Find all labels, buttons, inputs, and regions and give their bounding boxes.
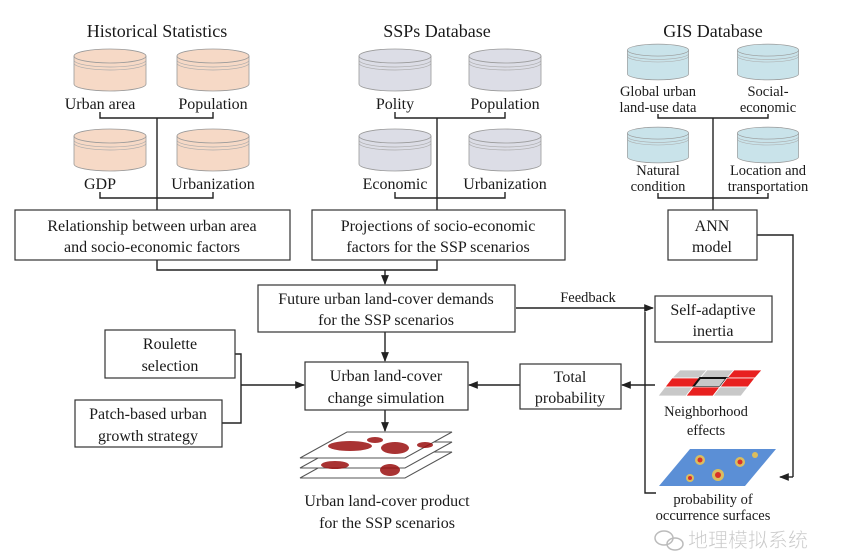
- box-text: Patch-based urban: [89, 406, 207, 423]
- box-projections: Projections of socio-economic factors fo…: [311, 209, 566, 261]
- group-title-ssps: SSPs Database: [383, 21, 491, 41]
- box-text: change simulation: [328, 390, 445, 407]
- box-text: for the SSP scenarios: [318, 312, 454, 329]
- box-inertia: Self-adaptive inertia: [654, 295, 773, 343]
- box-text: Projections of socio-economic: [341, 218, 536, 235]
- box-text: growth strategy: [98, 428, 198, 445]
- box-text: factors for the SSP scenarios: [346, 239, 529, 256]
- surfaces-label: probability of: [673, 492, 753, 508]
- label-natural: Natural: [636, 163, 679, 179]
- box-relationship: Relationship between urban area and soci…: [14, 209, 291, 261]
- label-social: Social-: [747, 84, 788, 100]
- box-text: Urban land-cover: [330, 368, 443, 385]
- arrows: [241, 270, 793, 481]
- land-cover-map-stack-icon: [299, 431, 453, 479]
- probability-surface-icon: [659, 449, 776, 486]
- group-title-gis: GIS Database: [663, 21, 762, 41]
- label-economic-gis: economic: [740, 100, 796, 116]
- box-text: Relationship between urban area: [47, 218, 256, 235]
- label-population-ssp: Population: [470, 96, 539, 113]
- product-label: Urban land-cover product: [304, 493, 470, 510]
- label-location: Location and: [730, 163, 807, 179]
- label-urban-area: Urban area: [65, 96, 136, 113]
- box-demands: Future urban land-cover demands for the …: [257, 284, 516, 333]
- box-text: ANN: [695, 218, 730, 235]
- label-condition: condition: [631, 179, 687, 195]
- neighborhood-grid-icon: [657, 369, 763, 397]
- connector-lines: [99, 112, 794, 494]
- box-text: model: [692, 239, 733, 256]
- label-population: Population: [178, 96, 247, 113]
- surfaces-label: occurrence surfaces: [656, 508, 771, 524]
- box-text: Total: [554, 369, 587, 386]
- box-text: and socio-economic factors: [64, 239, 240, 256]
- label-urbanization: Urbanization: [171, 176, 255, 193]
- box-text: Roulette: [143, 336, 197, 353]
- label-gdp: GDP: [84, 176, 116, 193]
- label-transportation: transportation: [728, 179, 809, 195]
- box-roulette: Roulette selection: [104, 329, 236, 379]
- label-global-urban: Global urban: [620, 84, 697, 100]
- watermark-text: 地理模拟系统: [688, 528, 808, 552]
- feedback-label: Feedback: [560, 290, 616, 306]
- label-urbanization-ssp: Urbanization: [463, 176, 547, 193]
- box-simulation: Urban land-cover change simulation: [304, 361, 469, 411]
- wechat-watermark-icon: [654, 530, 684, 551]
- box-total-probability: Total probability: [519, 363, 622, 410]
- box-patch: Patch-based urban growth strategy: [74, 399, 223, 448]
- neighborhood-label: effects: [687, 423, 726, 439]
- neighborhood-label: Neighborhood: [664, 404, 749, 420]
- box-text: selection: [142, 358, 199, 375]
- label-land-use-data: land-use data: [620, 100, 697, 116]
- group-title-historical: Historical Statistics: [87, 21, 227, 41]
- box-text: inertia: [693, 323, 734, 340]
- product-label: for the SSP scenarios: [319, 515, 455, 532]
- box-ann-model: ANN model: [667, 209, 758, 261]
- box-text: Self-adaptive: [670, 302, 755, 319]
- label-economic: Economic: [363, 176, 428, 193]
- label-polity: Polity: [376, 96, 414, 113]
- box-text: probability: [535, 390, 605, 407]
- box-text: Future urban land-cover demands: [278, 291, 493, 308]
